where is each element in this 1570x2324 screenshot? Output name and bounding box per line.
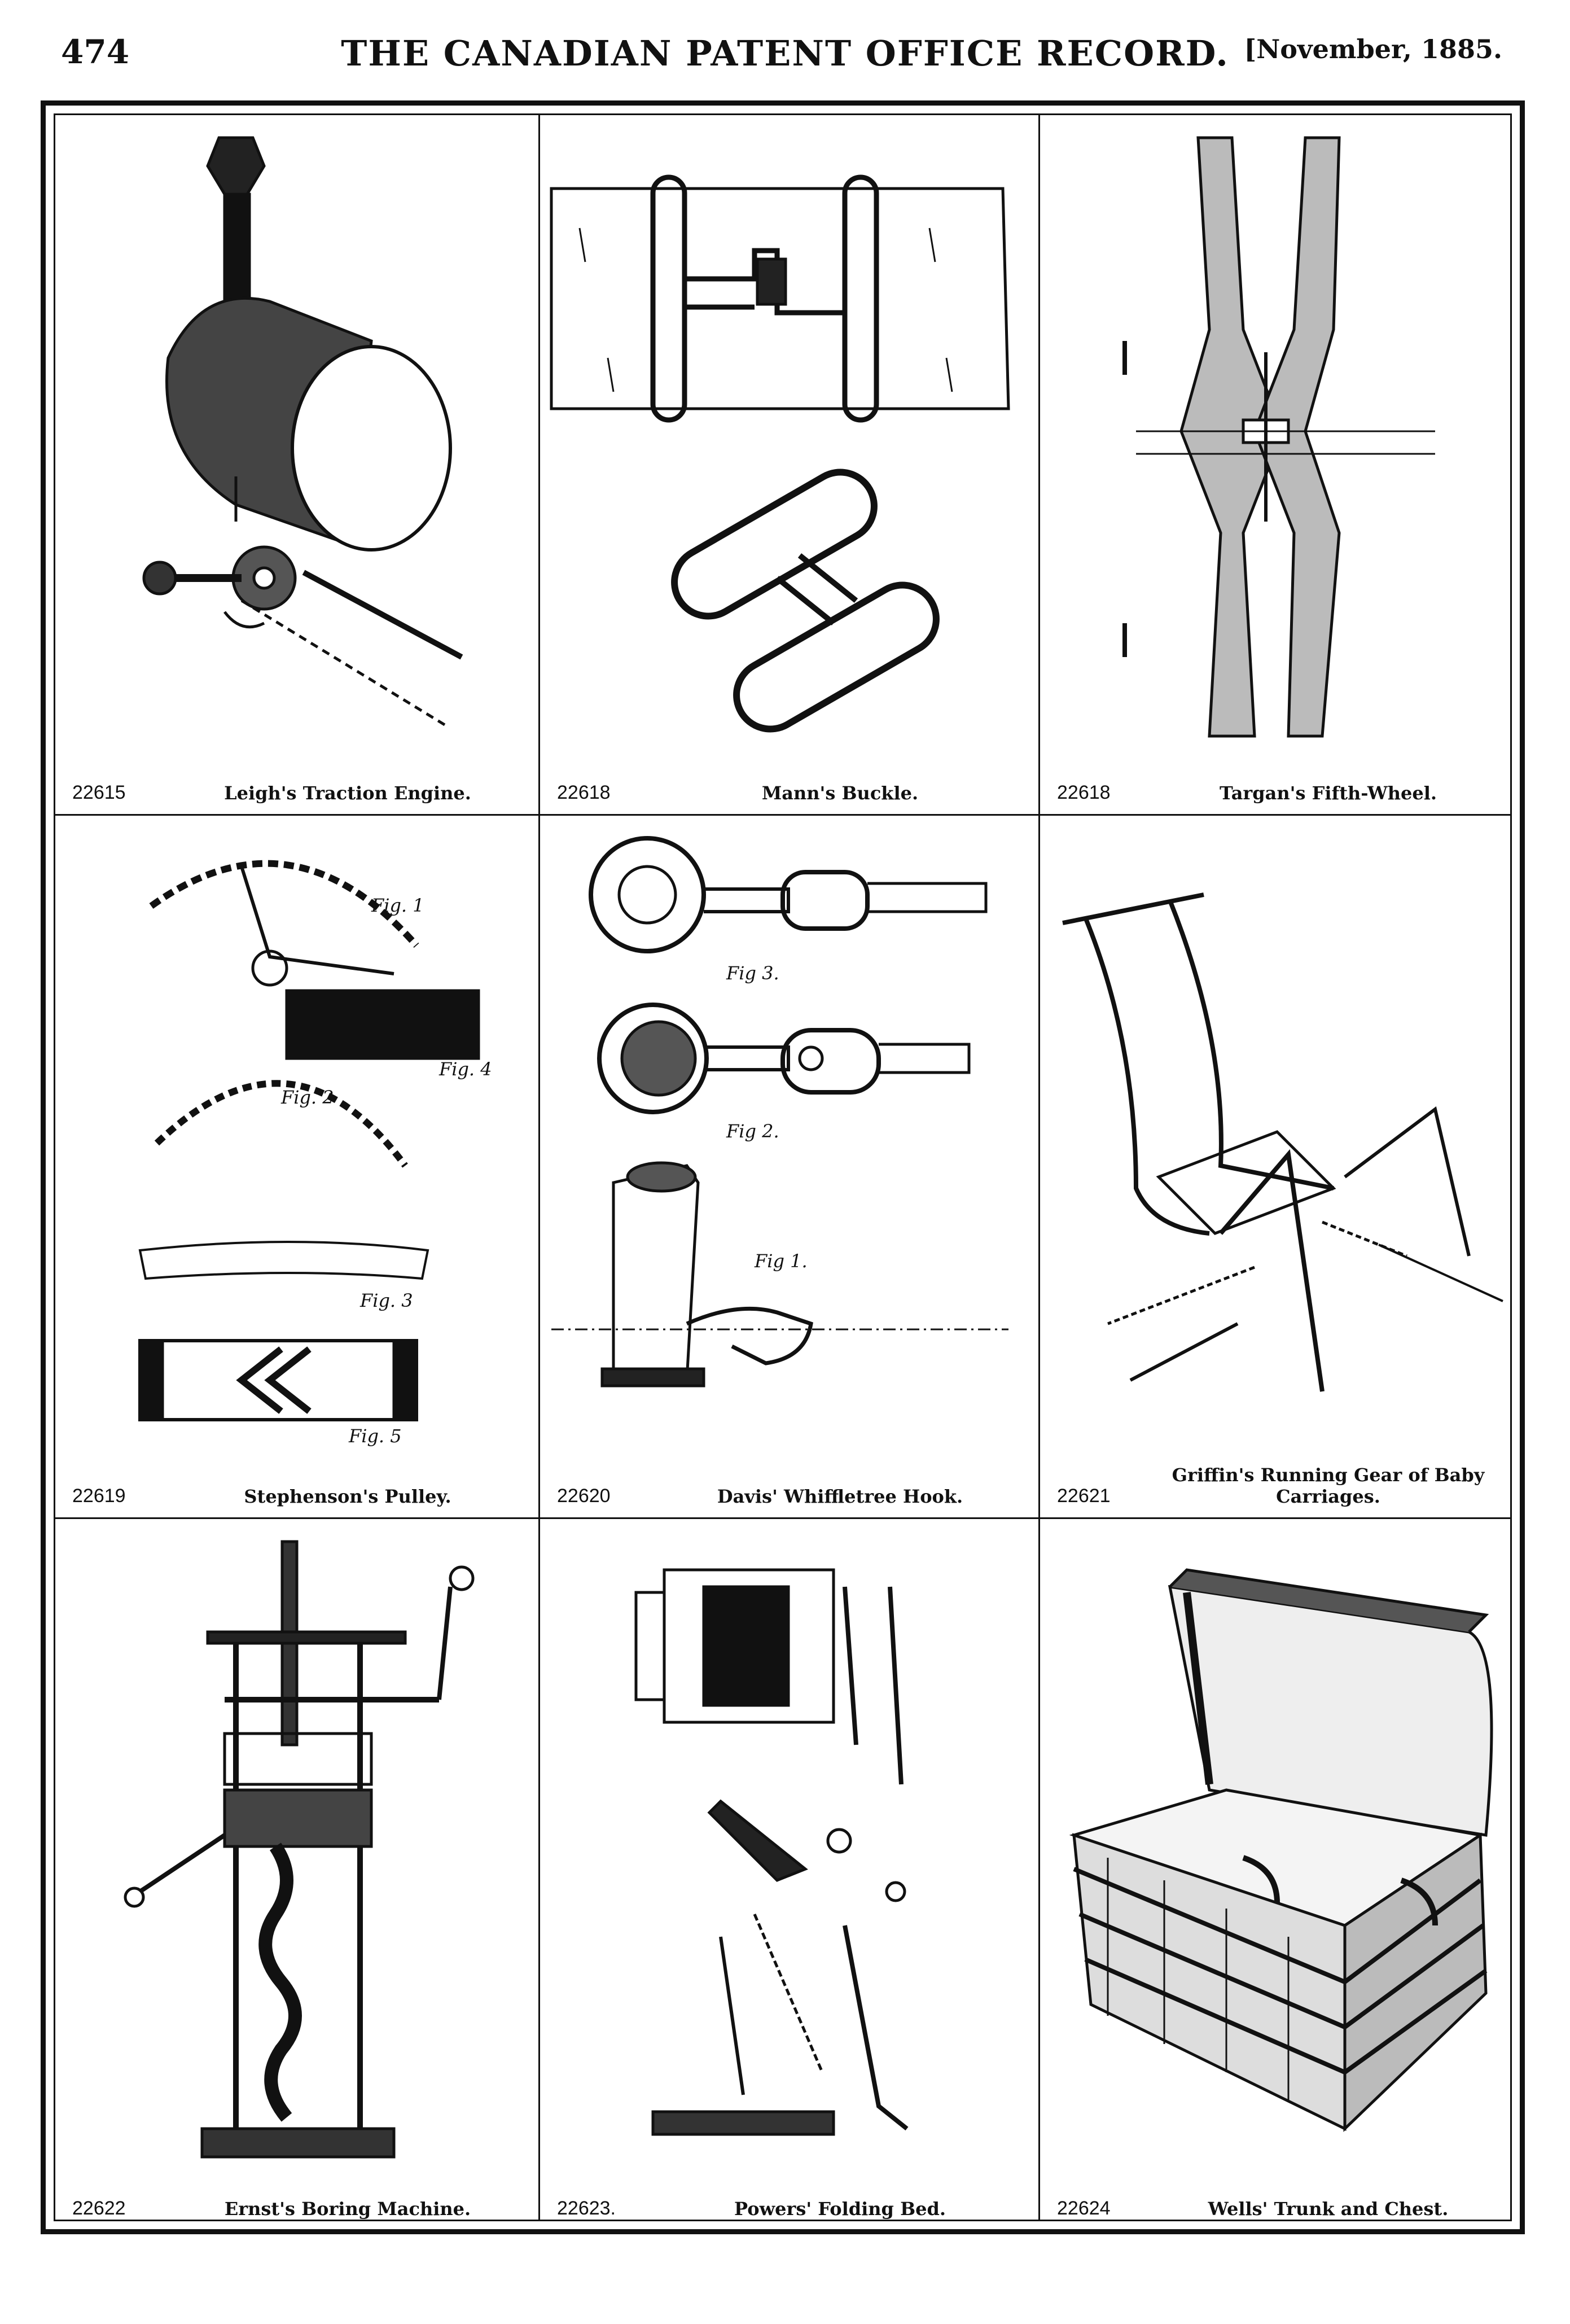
patent-cell: 22624 Wells' Trunk and Chest. bbox=[1040, 1519, 1515, 2230]
patent-cell: 22615 Leigh's Traction Engine. bbox=[55, 115, 538, 814]
patent-caption: 22620 Davis' Whiffletree Hook. bbox=[540, 1473, 1038, 1507]
grid-divider bbox=[55, 1517, 1510, 1519]
figure-label: Fig 3. bbox=[726, 962, 779, 984]
grid-divider bbox=[538, 115, 540, 2220]
traction-engine-drawing-icon bbox=[142, 136, 463, 726]
patent-number: 22618 bbox=[557, 782, 611, 803]
patent-title: Davis' Whiffletree Hook. bbox=[717, 1486, 963, 1507]
grid-divider bbox=[55, 814, 1510, 816]
patent-grid: 22615 Leigh's Traction Engine. bbox=[54, 113, 1512, 2221]
buckle-drawing-icon bbox=[550, 174, 1010, 733]
figure-label: Fig. 4 bbox=[438, 1058, 492, 1080]
patent-caption: 22623. Powers' Folding Bed. bbox=[540, 2186, 1038, 2220]
patent-number: 22621 bbox=[1057, 1485, 1111, 1507]
patent-number: 22624 bbox=[1057, 2198, 1111, 2219]
figure-label: Fig 1. bbox=[754, 1250, 808, 1272]
baby-carriage-gear-drawing-icon bbox=[1062, 892, 1503, 1392]
patent-title: Griffin's Running Gear of Baby Carriages… bbox=[1172, 1464, 1485, 1507]
patent-caption: 22624 Wells' Trunk and Chest. bbox=[1040, 2186, 1515, 2220]
patent-title: Stephenson's Pulley. bbox=[244, 1486, 451, 1507]
issue-date: [November, 1885. bbox=[1244, 34, 1502, 64]
whiffletree-hook-drawing-icon: Fig 3. Fig 2. Fig 1. bbox=[551, 836, 1008, 1388]
patent-caption: 22619 Stephenson's Pulley. bbox=[55, 1473, 538, 1507]
patent-cell: 22618 Mann's Buckle. bbox=[540, 115, 1038, 814]
grid-divider bbox=[1038, 115, 1040, 2220]
patent-caption: 22621 Griffin's Running Gear of Baby Car… bbox=[1040, 1464, 1515, 1507]
boring-machine-drawing-icon bbox=[124, 1540, 475, 2159]
patent-number: 22618 bbox=[1057, 782, 1111, 803]
page-header: 474 THE CANADIAN PATENT OFFICE RECORD. [… bbox=[0, 0, 1570, 102]
patent-title: Powers' Folding Bed. bbox=[734, 2198, 946, 2220]
patent-title: Ernst's Boring Machine. bbox=[224, 2198, 471, 2220]
patent-cell: 22623. Powers' Folding Bed. bbox=[540, 1519, 1038, 2230]
figure-label: Fig. 2 bbox=[280, 1087, 334, 1108]
patent-cell: Fig. 1 Fig. 2 Fig. 3 Fig. 4 Fig. 5 22619… bbox=[55, 816, 538, 1517]
figure-label: Fig. 5 bbox=[348, 1425, 402, 1447]
patent-cell: 22622 Ernst's Boring Machine. bbox=[55, 1519, 538, 2230]
patent-caption: 22618 Mann's Buckle. bbox=[540, 770, 1038, 804]
patent-number: 22619 bbox=[72, 1485, 126, 1507]
folding-bed-drawing-icon bbox=[634, 1568, 909, 2136]
patent-title: Targan's Fifth-Wheel. bbox=[1219, 782, 1437, 804]
patent-number: 22615 bbox=[72, 782, 126, 803]
patent-caption: 22618 Targan's Fifth-Wheel. bbox=[1040, 770, 1515, 804]
pulley-drawing-icon: Fig. 1 Fig. 2 Fig. 3 Fig. 4 Fig. 5 bbox=[138, 860, 492, 1447]
patent-caption: 22622 Ernst's Boring Machine. bbox=[55, 2186, 538, 2220]
figure-label: Fig. 1 bbox=[371, 895, 424, 916]
figure-label: Fig 2. bbox=[726, 1121, 779, 1142]
patent-title: Leigh's Traction Engine. bbox=[224, 782, 471, 804]
patent-title: Mann's Buckle. bbox=[761, 782, 919, 804]
trunk-chest-drawing-icon bbox=[1069, 1568, 1493, 2132]
figure-label: Fig. 3 bbox=[359, 1290, 413, 1311]
fifth-wheel-drawing-icon bbox=[1122, 136, 1435, 738]
patent-caption: 22615 Leigh's Traction Engine. bbox=[55, 770, 538, 804]
patent-plate-frame: 22615 Leigh's Traction Engine. bbox=[41, 100, 1525, 2234]
patent-number: 22622 bbox=[72, 2198, 126, 2219]
patent-number: 22623. bbox=[557, 2198, 616, 2219]
patent-cell: 22618 Targan's Fifth-Wheel. bbox=[1040, 115, 1515, 814]
patent-cell: 22621 Griffin's Running Gear of Baby Car… bbox=[1040, 816, 1515, 1517]
page-number: 474 bbox=[61, 33, 130, 71]
publication-title: THE CANADIAN PATENT OFFICE RECORD. bbox=[341, 33, 1229, 74]
patent-title: Wells' Trunk and Chest. bbox=[1208, 2198, 1449, 2220]
patent-number: 22620 bbox=[557, 1485, 611, 1507]
patent-cell: Fig 3. Fig 2. Fig 1. 22620 Davis' Whiffl… bbox=[540, 816, 1038, 1517]
